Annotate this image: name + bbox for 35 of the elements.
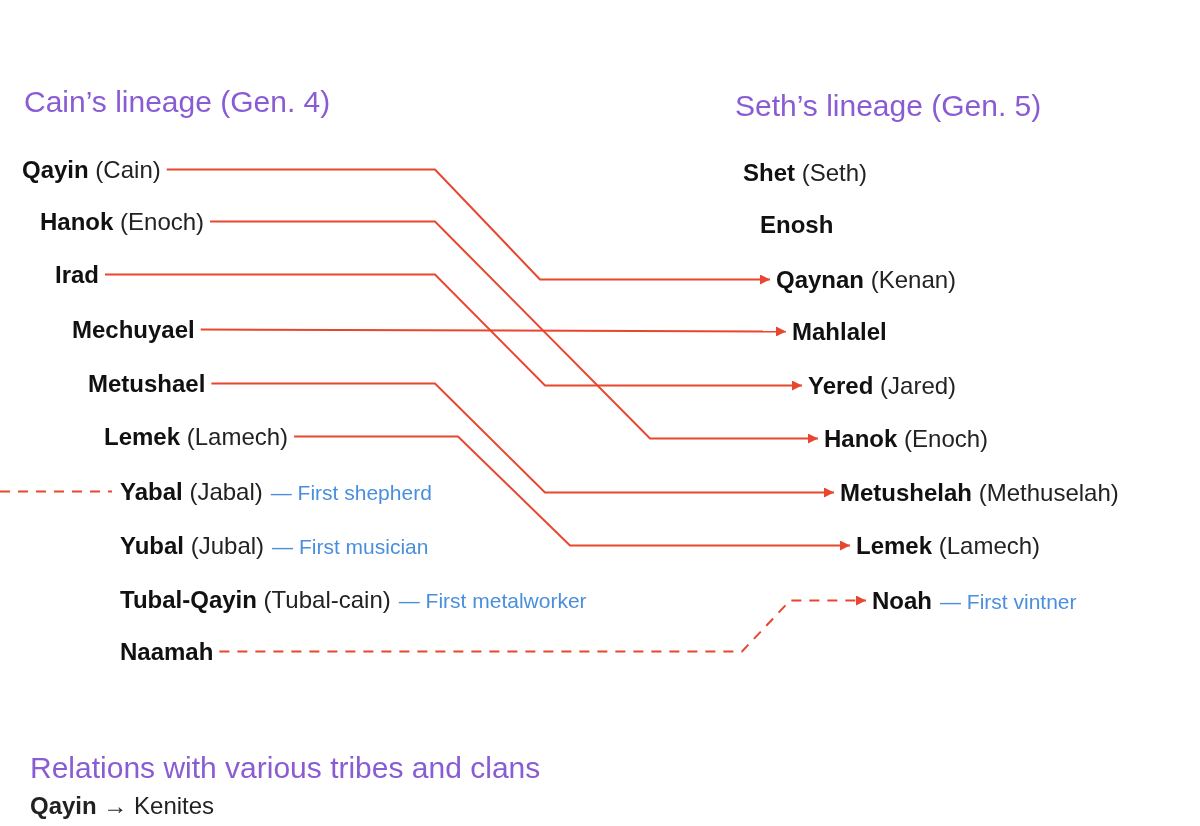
relation-text: Qayin → Kenites [30, 792, 215, 820]
name-label: Mahlalel [792, 318, 887, 345]
name-label: Mechuyael [72, 316, 195, 343]
dashed-line [0, 490, 113, 493]
section-heading: Seth’s lineage (Gen. 5) [735, 88, 1042, 124]
name-label: Lemek (Lamech) [856, 532, 1041, 559]
description-text: — First shepherd [270, 481, 432, 504]
name-label: Hanok (Enoch) [40, 208, 205, 235]
name-label: Noah [872, 587, 932, 614]
arrow [199, 326, 787, 337]
name-label: Tubal-Qayin (Tubal-cain) [120, 586, 391, 613]
description-text: — First metalworker [398, 589, 587, 612]
section-heading: Relations with various tribes and clans [30, 750, 541, 786]
name-label: Hanok (Enoch) [824, 425, 989, 452]
name-label: Naamah [120, 638, 214, 665]
name-label: Yered (Jared) [808, 372, 957, 399]
name-label: Irad [55, 261, 99, 288]
name-label: Metushelah (Methuselah) [840, 479, 1119, 506]
arrow [165, 168, 771, 285]
name-label: Yabal (Jabal) [120, 478, 263, 505]
description-text: — First vintner [940, 590, 1077, 613]
description-text: — First musician [272, 535, 429, 558]
name-label: Yubal (Jubal) [120, 532, 265, 559]
name-label: Shet (Seth) [743, 159, 868, 186]
arrow [293, 435, 851, 551]
arrow [218, 595, 867, 653]
arrow [104, 273, 803, 391]
name-label: Qayin (Cain) [22, 156, 161, 183]
name-label: Qaynan (Kenan) [776, 266, 957, 293]
name-label: Enosh [760, 211, 834, 238]
arrow [209, 220, 819, 444]
name-label: Lemek (Lamech) [104, 423, 289, 450]
name-label: Metushael [88, 370, 206, 397]
arrow [210, 382, 835, 498]
section-heading: Cain’s lineage (Gen. 4) [24, 84, 331, 120]
